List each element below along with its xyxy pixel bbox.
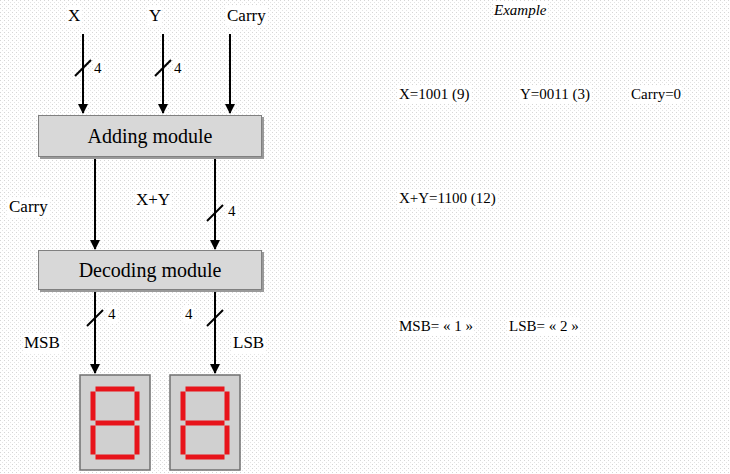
bus-slash — [87, 310, 103, 326]
diagram-label: 4 — [227, 203, 237, 220]
signal-name: X+Y — [135, 190, 171, 210]
diagram-label: Carry — [226, 6, 267, 26]
diagram-label: X=1001 (9) — [398, 86, 471, 103]
input-x-wire — [82, 34, 84, 113]
diagram-label: X — [67, 6, 81, 26]
module-box: Decoding module — [38, 250, 262, 290]
diagram-label: Y — [148, 6, 162, 26]
input-y-wire — [162, 34, 164, 113]
input-carry-wire — [229, 34, 231, 113]
seven-segment-display — [80, 375, 150, 470]
diagram-label: MSB — [23, 333, 61, 353]
module-name: Decoding module — [79, 259, 222, 282]
diagram-label: Carry=0 — [630, 86, 682, 103]
diagram-label: X+Y=1100 (12) — [398, 190, 497, 207]
diagram-label: Y=0011 (3) — [519, 86, 591, 103]
diagram-label: MSB= « 1 » — [398, 318, 474, 335]
diagram-label: LSB= « 2 » — [508, 318, 580, 335]
diagram-label: 4 — [107, 306, 117, 323]
diagram-label: Example — [493, 2, 547, 19]
bus-slash — [155, 60, 171, 76]
signal-arrow — [94, 158, 96, 249]
seven-segment-display — [170, 375, 240, 470]
msb-wire — [94, 291, 96, 373]
bus-slash — [207, 310, 223, 326]
module-box: Adding module — [38, 115, 262, 157]
module-name: Adding module — [88, 125, 213, 148]
diagram-label: 4 — [93, 60, 103, 77]
signal-name: Carry — [8, 197, 49, 217]
diagram-label: LSB — [232, 333, 265, 353]
bus-slash — [75, 60, 91, 76]
signal-arrow — [214, 158, 216, 249]
lsb-wire — [214, 291, 216, 373]
diagram-label: 4 — [173, 60, 183, 77]
diagram-label: 4 — [184, 306, 194, 323]
